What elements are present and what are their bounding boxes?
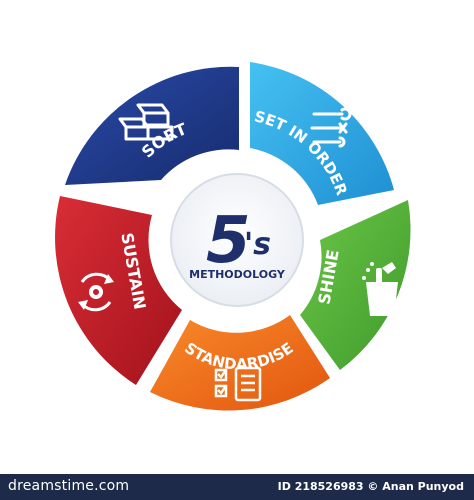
gear-cycle-icon: [78, 272, 114, 312]
segment-sustain: [55, 196, 182, 385]
checklist-icon: [214, 366, 262, 402]
footer-image-id: ID 218526983 © Anan Punyod: [277, 480, 464, 493]
segment-set-in-order: [250, 62, 394, 205]
center-suffix: 's: [244, 227, 271, 262]
footer-bar: dreamstime.com ID 218526983 © Anan Punyo…: [0, 474, 474, 500]
five-s-diagram: 5 's METHODOLOGY SORT SET IN ORDER SHINE…: [55, 62, 411, 411]
center-number: 5: [206, 204, 251, 278]
center-caption: METHODOLOGY: [189, 268, 286, 281]
center-circle: [170, 173, 304, 307]
segment-shine: [300, 200, 411, 370]
segment-standardise: [150, 315, 330, 411]
tools-icon: [310, 107, 352, 148]
cleaning-bucket-icon: [362, 262, 398, 316]
boxes-icon: [118, 103, 174, 141]
footer-logo: dreamstime.com: [8, 478, 130, 494]
